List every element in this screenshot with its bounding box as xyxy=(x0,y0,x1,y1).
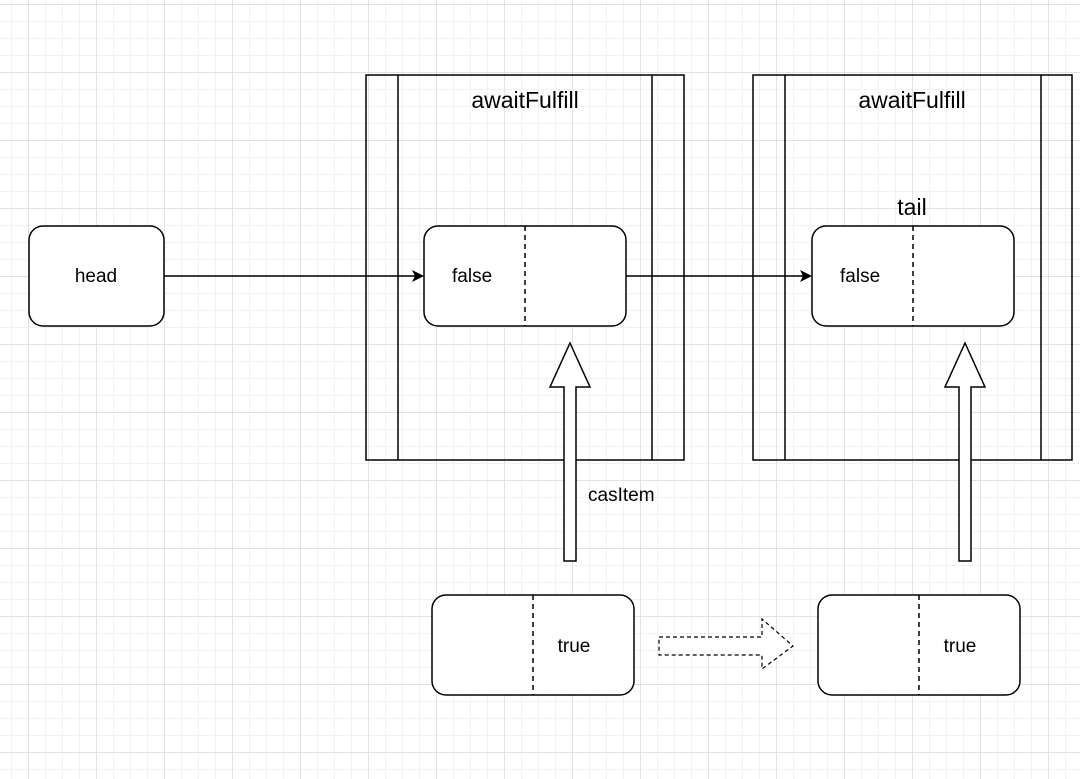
item-2-label: true xyxy=(943,636,977,657)
dashed-transition-arrow xyxy=(658,617,794,671)
cas-item-up-arrow-1 xyxy=(548,341,592,562)
cas-item-label: casItem xyxy=(588,485,655,506)
cas-item-up-arrow-2 xyxy=(943,341,987,562)
pool-1-title: awaitFulfill xyxy=(471,87,579,113)
await-fulfill-pool-1 xyxy=(365,74,685,461)
queue-node-2 xyxy=(811,225,1015,327)
await-fulfill-pool-2 xyxy=(752,74,1073,461)
item-node-2 xyxy=(817,594,1021,696)
item-1-label: true xyxy=(557,636,591,657)
node-2-label: false xyxy=(840,266,881,287)
item-node-1 xyxy=(431,594,635,696)
pool-2-title: awaitFulfill xyxy=(858,87,966,113)
node-1-label: false xyxy=(452,266,493,287)
head-node-label: head xyxy=(74,266,118,287)
tail-pointer-label: tail xyxy=(897,194,927,220)
